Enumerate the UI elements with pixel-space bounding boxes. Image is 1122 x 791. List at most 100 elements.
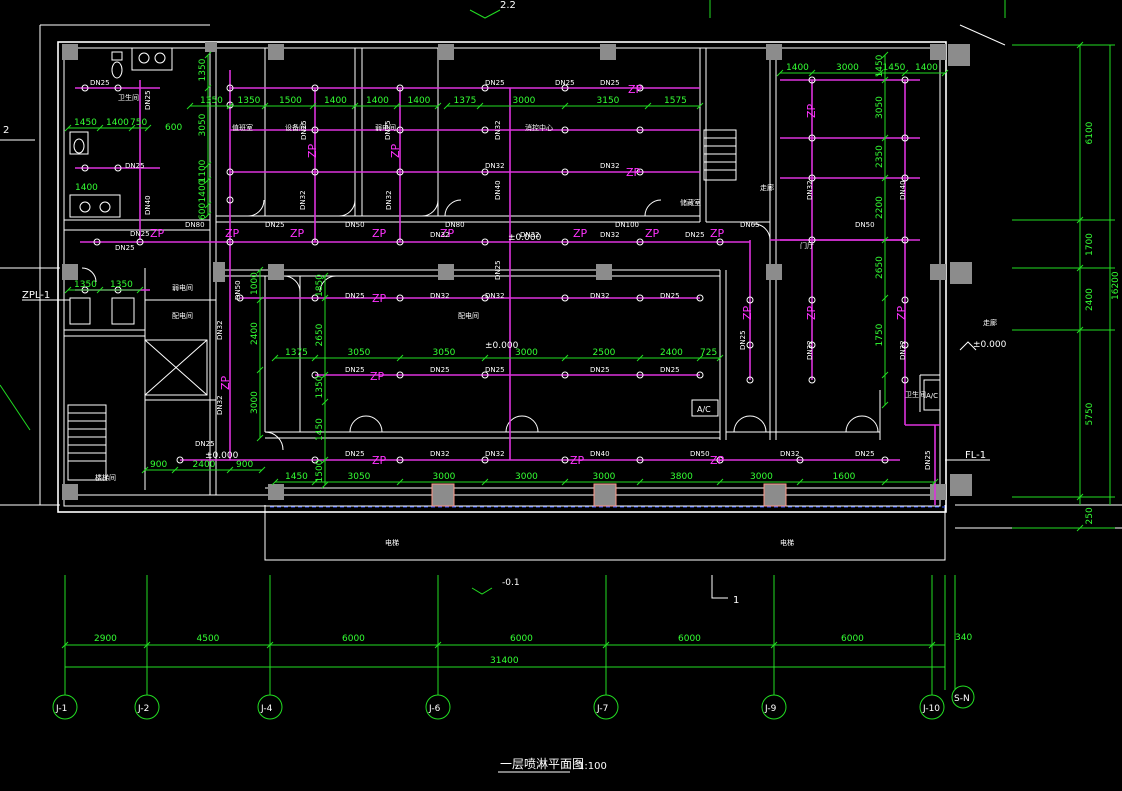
- axis-total-dim: 31400: [490, 656, 519, 666]
- dim-row-bottom-west-tick: [141, 466, 149, 474]
- sprinkler-head: [901, 174, 909, 182]
- zp-label-vertical: ZP: [389, 143, 402, 158]
- dim-row-bottom-tick: [881, 478, 889, 486]
- zp-label: ZP: [225, 227, 240, 240]
- dim-row-top-west-text: 1500: [279, 96, 302, 106]
- pipe-size-label: DN100: [615, 221, 639, 229]
- elevation-mark-1: ±0.000: [205, 451, 239, 461]
- elevation-marks: ±0.000 ±0.000 ±0.000 ±0.000: [205, 233, 1007, 461]
- vdim-west-lower-text: 2400: [250, 322, 260, 345]
- sprinkler-head: [561, 238, 569, 246]
- pipe-size-label: DN32: [590, 292, 610, 300]
- pipe-size-label: DN32: [485, 292, 505, 300]
- pipe-size-label: DN25: [130, 230, 150, 238]
- elevation-mark-3: ±0.000: [508, 233, 542, 243]
- top-section-label: 2.2: [500, 0, 516, 11]
- rdim-text: 6100: [1085, 121, 1095, 144]
- sprinkler-head: [716, 238, 724, 246]
- dim-row-mid-tick: [716, 354, 724, 362]
- dim-row-top-west-tick: [351, 102, 359, 110]
- vdim-east-tick: [881, 51, 889, 59]
- vdim-east-tick: [881, 371, 889, 379]
- dim-row-toilet-text: 1400: [106, 118, 129, 128]
- room-label: 电梯: [780, 538, 794, 547]
- sprinkler-head: [901, 296, 909, 304]
- sprinkler-head: [396, 238, 404, 246]
- rdim-text: 2400: [1085, 288, 1095, 311]
- dim-row-toilet-tick: [128, 124, 136, 132]
- pipe-size-label: DN25: [485, 366, 505, 374]
- room-label: 值班室: [232, 123, 253, 132]
- axis-label: J-7: [596, 704, 608, 714]
- vdim-west-lower-tick: [256, 266, 264, 274]
- dim-row-top-west-tick: [393, 102, 401, 110]
- pipe-size-label: DN25: [855, 450, 875, 458]
- sprinkler-head: [481, 126, 489, 134]
- dim-row-top-west-tick: [226, 102, 234, 110]
- sprinkler-head: [136, 238, 144, 246]
- dim-row-top-east-tick: [901, 69, 909, 77]
- sprinkler-head: [226, 84, 234, 92]
- axis-label: J-9: [764, 704, 777, 714]
- sprinkler-head: [311, 238, 319, 246]
- dim-row-mid-text: 3050: [348, 348, 371, 358]
- vdim-hall-text: 1350: [315, 375, 325, 398]
- sprinkler-head: [746, 376, 754, 384]
- sprinkler-head: [636, 294, 644, 302]
- pipe-size-label-vertical: DN32: [299, 190, 307, 210]
- vdim-west-lower-tick: [256, 366, 264, 374]
- pipe-size-label-vertical: DN32: [899, 340, 907, 360]
- axis-label: J-1: [55, 704, 67, 714]
- dim-row-bottom-west-text: 900: [236, 460, 253, 470]
- dim-row-top-east-tick: [876, 69, 884, 77]
- zp-label: ZP: [372, 454, 387, 467]
- vdim-west-upper-tick: [204, 176, 212, 184]
- vdim-west-lower-tick: [256, 296, 264, 304]
- dim-row-bottom-tick: [396, 478, 404, 486]
- sprinkler-head: [396, 168, 404, 176]
- room-label: 配电间: [458, 311, 479, 320]
- zp-label-vertical: ZP: [895, 305, 908, 320]
- vdim-east-text: 3050: [875, 96, 885, 119]
- dim-row-mid-text: 3050: [433, 348, 456, 358]
- zp-label: ZP: [150, 227, 165, 240]
- dim-row-bottom-west-tick: [171, 466, 179, 474]
- room-label: 门厅: [800, 241, 814, 250]
- zp-label: ZP: [570, 454, 585, 467]
- sprinkler-head: [881, 456, 889, 464]
- level-mark: -0.1: [502, 578, 520, 588]
- vdim-west-upper-text: 1400: [198, 179, 208, 202]
- sprinkler-head: [636, 126, 644, 134]
- dim-row-bottom-tick: [271, 478, 279, 486]
- dim-row-top-mid-tick: [644, 102, 652, 110]
- dim-row-mid-text: 1375: [285, 348, 308, 358]
- dim-row-left-tick: [96, 286, 104, 294]
- sprinkler-head: [226, 238, 234, 246]
- sprinkler-head: [226, 101, 234, 109]
- pipe-size-label: DN50: [690, 450, 710, 458]
- dim-row-toilet-tick: [64, 124, 72, 132]
- sprinkler-head: [176, 456, 184, 464]
- sprinkler-head: [636, 456, 644, 464]
- dim-row-top-east-text: 1450: [883, 63, 906, 73]
- vdim-hall-tick: [321, 371, 329, 379]
- sprinkler-head: [796, 456, 804, 464]
- pipe-size-label: DN25: [115, 244, 135, 252]
- pipe-size-label: DN25: [430, 366, 450, 374]
- dim-row-top-west-text: 1350: [200, 96, 223, 106]
- sprinkler-head: [746, 296, 754, 304]
- pipe-size-label-vertical: DN32: [216, 320, 224, 340]
- stair-hatch: [67, 129, 737, 481]
- dim-row-bottom-west-text: 900: [150, 460, 167, 470]
- vdim-west-upper-text: 3050: [198, 113, 208, 136]
- sprinkler-head: [236, 294, 244, 302]
- axis-label: J-2: [137, 704, 149, 714]
- vdim-east-text: 2350: [875, 145, 885, 168]
- sprinkler-head: [808, 76, 816, 84]
- vdim-east-text: 2650: [875, 256, 885, 279]
- zp-label: ZP: [290, 227, 305, 240]
- axis-label: J-4: [260, 704, 273, 714]
- vdim-hall-tick: [321, 398, 329, 406]
- vdim-hall-text: 1450: [315, 418, 325, 441]
